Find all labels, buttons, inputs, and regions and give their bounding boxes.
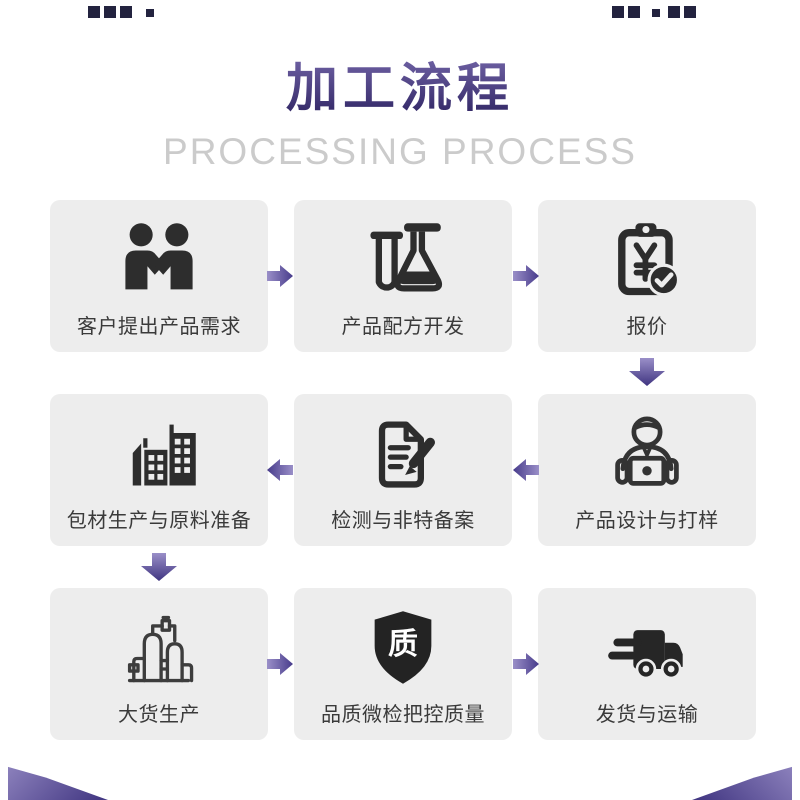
step-label: 产品配方开发: [341, 316, 465, 338]
page-title: 加工流程: [286, 46, 514, 121]
step-label: 包材生产与原料准备: [66, 510, 252, 532]
corner-ribbon-bottom-right: [692, 766, 792, 800]
factory-buildings-icon: [117, 412, 201, 496]
quality-shield-icon: 质: [361, 606, 445, 690]
flow-arrow-left-1: [513, 459, 539, 481]
corner-dot: [684, 6, 696, 18]
step-card-design-proofing: 产品设计与打样: [538, 394, 756, 546]
process-grid: 客户提出产品需求 产品配方开发: [50, 200, 756, 740]
corner-dot: [88, 6, 100, 18]
step-label: 产品设计与打样: [575, 510, 719, 532]
flow-arrow-down-right-column: [629, 358, 665, 386]
step-card-testing-filing: 检测与非特备案: [294, 394, 512, 546]
step-label: 发货与运输: [595, 704, 699, 726]
corner-dot: [104, 6, 116, 18]
quotation-clipboard-icon: [605, 218, 689, 302]
corner-dot: [120, 6, 132, 18]
flow-arrow-right-3: [267, 653, 293, 675]
handshake-icon: [117, 218, 201, 302]
step-card-formula-development: 产品配方开发: [294, 200, 512, 352]
step-label: 报价: [626, 316, 668, 338]
step-label: 大货生产: [118, 704, 200, 726]
flow-arrow-left-2: [267, 459, 293, 481]
designer-laptop-icon: [605, 412, 689, 496]
flow-arrow-right-2: [513, 265, 539, 287]
production-tanks-icon: [117, 606, 201, 690]
corner-dot: [628, 6, 640, 18]
shield-character: 质: [388, 628, 418, 661]
corner-dot: [668, 6, 680, 18]
step-label: 客户提出产品需求: [77, 316, 241, 338]
flow-arrow-down-left-column: [141, 553, 177, 581]
delivery-truck-icon: [605, 606, 689, 690]
step-label: 品质微检把控质量: [321, 704, 485, 726]
step-card-customer-requirements: 客户提出产品需求: [50, 200, 268, 352]
step-label: 检测与非特备案: [331, 510, 475, 532]
page-subtitle: PROCESSING PROCESS: [163, 131, 637, 172]
corner-dot: [652, 9, 660, 17]
document-pencil-icon: [361, 412, 445, 496]
corner-dot: [612, 6, 624, 18]
header: 加工流程 PROCESSING PROCESS: [0, 0, 800, 173]
step-card-shipping: 发货与运输: [538, 588, 756, 740]
step-card-quality-inspection: 质 品质微检把控质量: [294, 588, 512, 740]
step-card-quotation: 报价: [538, 200, 756, 352]
flow-arrow-right-1: [267, 265, 293, 287]
corner-dot: [146, 9, 154, 17]
step-card-mass-production: 大货生产: [50, 588, 268, 740]
flow-arrow-right-4: [513, 653, 539, 675]
lab-flask-icon: [361, 218, 445, 302]
corner-ribbon-bottom-left: [8, 766, 108, 800]
step-card-packaging-materials: 包材生产与原料准备: [50, 394, 268, 546]
